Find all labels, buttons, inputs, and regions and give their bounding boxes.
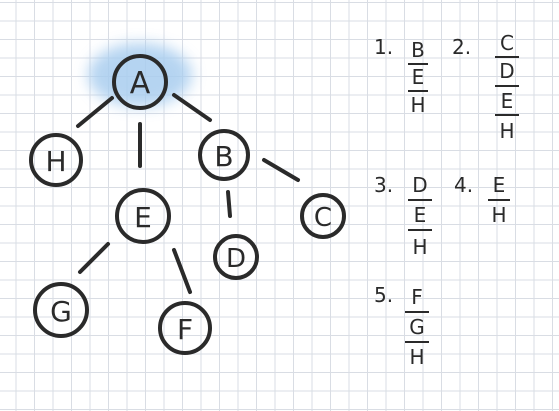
svg-text:A: A xyxy=(130,66,151,101)
node-h: H xyxy=(29,133,83,187)
note-term: E xyxy=(414,203,427,227)
svg-text:B: B xyxy=(214,140,233,173)
note-term: H xyxy=(499,119,514,143)
note-term: H xyxy=(409,345,424,369)
note-number: 1. xyxy=(374,35,393,59)
note-number: 4. xyxy=(454,173,473,197)
note-1: 1. B E H xyxy=(374,35,428,117)
note-term: F xyxy=(411,285,423,309)
edge-b-c xyxy=(262,158,300,182)
note-5: 5. F G H xyxy=(374,283,429,369)
svg-text:G: G xyxy=(50,295,72,328)
note-term: B xyxy=(411,38,425,62)
node-f: F xyxy=(158,301,212,355)
svg-text:C: C xyxy=(314,203,332,233)
note-term: D xyxy=(412,173,427,197)
svg-text:D: D xyxy=(226,244,246,274)
note-term: H xyxy=(491,203,506,227)
edge-a-h xyxy=(76,96,114,128)
node-d: D xyxy=(213,234,259,280)
edge-e-g xyxy=(78,242,110,274)
note-4: 4. E H xyxy=(454,173,510,227)
note-number: 5. xyxy=(374,283,393,307)
node-b: B xyxy=(198,129,250,181)
note-term: G xyxy=(409,315,425,339)
node-c: C xyxy=(300,193,346,239)
edge-e-f xyxy=(172,248,192,294)
node-g: G xyxy=(33,282,89,338)
tree-nodes: A H E B C D G xyxy=(29,54,346,355)
tree-diagram: A H E B C D G xyxy=(29,43,346,355)
svg-text:H: H xyxy=(45,145,66,178)
note-term: D xyxy=(499,59,514,83)
svg-text:E: E xyxy=(134,201,152,234)
note-term: E xyxy=(493,173,506,197)
note-term: H xyxy=(410,93,425,117)
svg-text:F: F xyxy=(177,313,193,346)
note-term: H xyxy=(412,235,427,259)
edge-a-b xyxy=(172,93,212,122)
note-number: 3. xyxy=(374,173,393,197)
node-a: A xyxy=(112,54,168,110)
note-3: 3. D E H xyxy=(374,173,432,259)
note-2: 2. C D E H xyxy=(452,31,519,143)
node-e: E xyxy=(115,188,171,244)
notes-list: 1. B E H 2. C D E H 3. D E H xyxy=(374,31,519,369)
note-term: E xyxy=(412,65,425,89)
note-term: C xyxy=(500,31,514,55)
edge-b-d xyxy=(226,190,232,218)
note-term: E xyxy=(501,89,514,113)
tree-edges xyxy=(76,93,300,294)
note-number: 2. xyxy=(452,35,471,59)
